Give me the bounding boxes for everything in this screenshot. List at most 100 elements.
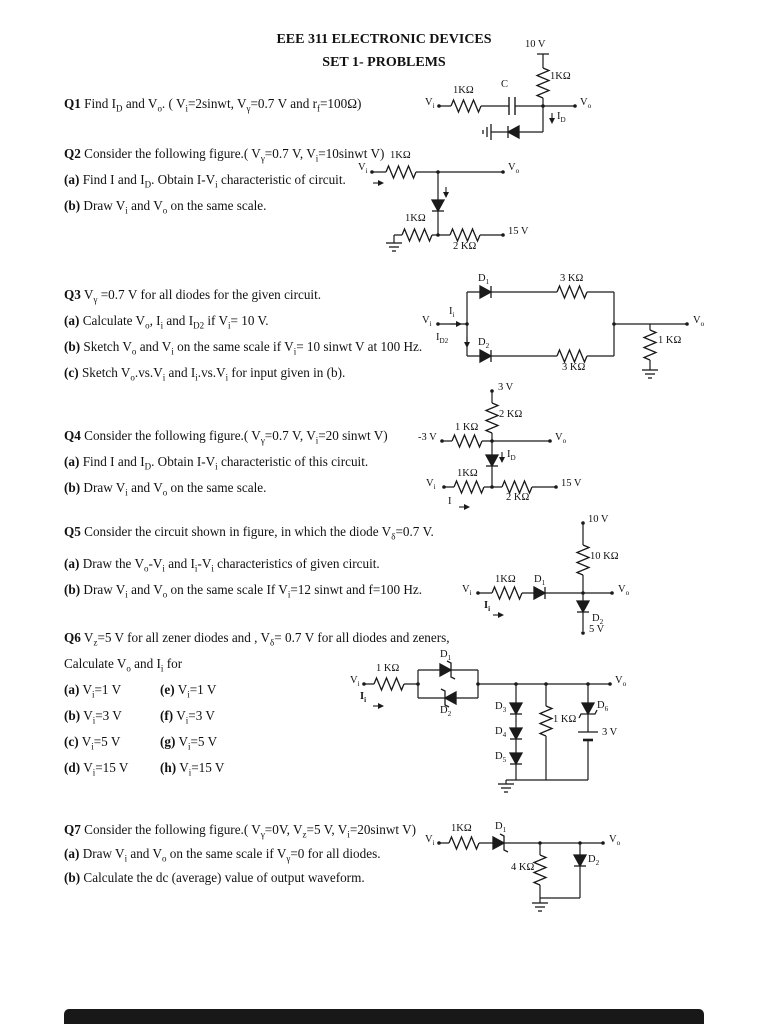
resistor-icon xyxy=(450,99,482,113)
resistor-icon xyxy=(556,349,588,363)
diode-icon xyxy=(509,702,523,715)
q1-circuit: 10 V 1KΩ C 1KΩ Vi Vo ID xyxy=(425,39,610,152)
part-text: Draw Vi and Vo on the same scale. xyxy=(83,198,267,216)
current-label: Ii xyxy=(449,306,455,320)
q3-marker: Q3 xyxy=(64,287,81,302)
diode-label: D5 xyxy=(495,751,507,765)
current-arrow-icon xyxy=(492,611,505,619)
item-text: Vi=3 V xyxy=(83,708,122,726)
resistor-label: 1KΩ xyxy=(453,85,474,96)
resistor-label: 10 KΩ xyxy=(590,551,619,562)
diode-label: D4 xyxy=(495,726,507,740)
current-label: Ii xyxy=(360,691,367,705)
part-marker: (a) xyxy=(64,846,80,861)
q3-part-a: (a) Calculate Vo, Ii and ID2 if Vi= 10 V… xyxy=(64,313,269,331)
q6-item-g: (g) Vi=5 V xyxy=(160,734,218,752)
diode-label: D1 xyxy=(440,649,452,663)
item-text: Vi=15 V xyxy=(179,760,225,778)
diode-label: D2 xyxy=(592,613,604,627)
resistor-label: 2 KΩ xyxy=(453,241,477,252)
wire xyxy=(439,842,603,903)
battery-icon xyxy=(578,731,598,742)
resistor-icon xyxy=(453,480,485,494)
part-text: Draw Vi and Vo on the same scale If Vi=1… xyxy=(83,582,423,600)
part-marker: (a) xyxy=(64,172,80,187)
battery-label: 3 V xyxy=(602,727,618,738)
resistor-label: 1 KΩ xyxy=(376,663,400,674)
q6-item-a: (a) Vi=1 V xyxy=(64,682,121,699)
item-marker: (f) xyxy=(160,708,174,723)
current-arrow-icon xyxy=(372,179,385,187)
resistor-label: 1KΩ xyxy=(405,213,426,224)
ground-icon xyxy=(497,783,515,793)
part-marker: (c) xyxy=(64,365,79,380)
q3-part-b: (b) Sketch Vo and Vi on the same scale i… xyxy=(64,339,422,356)
q3-circuit: D1 3 KΩ Vi Ii ID2 D2 3 KΩ 1 KΩ Vo xyxy=(422,272,717,400)
current-arrow-icon xyxy=(548,112,556,125)
item-text: Vi=5 V xyxy=(178,734,218,752)
part-marker: (b) xyxy=(64,480,81,495)
resistor-label: 3 KΩ xyxy=(560,273,584,284)
vout-label: Vo xyxy=(609,834,621,848)
q2-part-a: (a) Find I and ID. Obtain I-Vi character… xyxy=(64,172,346,189)
resistor-label: 1 KΩ xyxy=(455,422,479,433)
diode-label: D1 xyxy=(495,821,507,835)
q6-line2-text: Calculate Vo and Ii for xyxy=(64,656,183,674)
resistor-icon xyxy=(449,228,481,242)
resistor-label: 3 KΩ xyxy=(562,362,586,373)
diode-icon xyxy=(479,349,492,363)
junction-dots xyxy=(440,389,558,489)
q2-text: Consider the following figure.( Vγ=0.7 V… xyxy=(84,146,385,164)
wire xyxy=(439,53,575,133)
q4-schematic xyxy=(440,389,558,511)
supply-label: 10 V xyxy=(525,39,546,50)
part-text: Calculate the dc (average) value of outp… xyxy=(83,870,365,885)
q3-part-c: (c) Sketch Vo.vs.Vi and Ii.vs.Vi for inp… xyxy=(64,365,345,382)
q4-marker: Q4 xyxy=(64,428,81,443)
q4-part-b: (b) Draw Vi and Vo on the same scale. xyxy=(64,480,267,498)
diode-label: D2 xyxy=(588,854,600,868)
q5-text: Consider the circuit shown in figure, in… xyxy=(84,524,434,542)
diode-icon xyxy=(573,854,587,867)
supply-label: -3 V xyxy=(418,432,437,443)
q6-item-f: (f) Vi=3 V xyxy=(160,708,215,726)
part-text: Find I and ID. Obtain I-Vi characteristi… xyxy=(82,454,369,472)
diode-label: D3 xyxy=(495,701,507,715)
capacitor-label: C xyxy=(501,79,509,90)
part-text: Draw Vi and Vo on the same scale. xyxy=(83,480,267,498)
part-text: Calculate Vo, Ii and ID2 if Vi= 10 V. xyxy=(82,313,269,331)
resistor-icon xyxy=(536,67,550,99)
diode-label: D2 xyxy=(478,337,490,351)
diode-icon xyxy=(479,285,492,299)
item-marker: (d) xyxy=(64,760,81,775)
vout-label: Vo xyxy=(618,584,630,598)
resistor-label: 1KΩ xyxy=(390,150,411,161)
item-text: Vi=3 V xyxy=(176,708,215,726)
current-arrow-icon xyxy=(372,702,385,710)
capacitor-icon xyxy=(508,96,516,116)
current-label: I xyxy=(448,496,452,507)
resistor-label: 4 KΩ xyxy=(511,862,535,873)
q6-line1: Vz=5 V for all zener diodes and , Vδ= 0.… xyxy=(83,630,450,648)
part-marker: (b) xyxy=(64,582,81,597)
q6-item-e: (e) Vi=1 V xyxy=(160,682,216,699)
current-label: ID xyxy=(557,111,566,125)
supply-label: 15 V xyxy=(561,478,582,489)
diode-icon xyxy=(533,586,546,600)
q3-statement: Q3 Vγ =0.7 V for all diodes for the give… xyxy=(64,287,321,304)
q7-circuit: 1KΩ D1 Vi Vo 4 KΩ D2 xyxy=(425,820,630,920)
resistor-label: 2 KΩ xyxy=(499,409,523,420)
q6-statement: Q6 Vz=5 V for all zener diodes and , Vδ=… xyxy=(64,630,450,648)
diode-icon xyxy=(576,600,590,613)
vout-label: Vo xyxy=(508,162,520,176)
q4-statement: Q4 Consider the following figure.( Vγ=0.… xyxy=(64,428,388,445)
diode-icon xyxy=(509,727,523,740)
q5-circuit: 10 V 10 KΩ 1KΩ D1 Vi Vo Ii D2 5 V xyxy=(462,514,667,655)
current-arrow-icon xyxy=(458,503,471,511)
resistor-icon xyxy=(533,854,547,886)
current-arrow-icon xyxy=(450,320,463,328)
q5-part-a: (a) Draw the Vo-Vi and Ii-Vi characteris… xyxy=(64,556,380,573)
vin-label: Vi xyxy=(350,675,360,689)
item-marker: (c) xyxy=(64,734,79,749)
